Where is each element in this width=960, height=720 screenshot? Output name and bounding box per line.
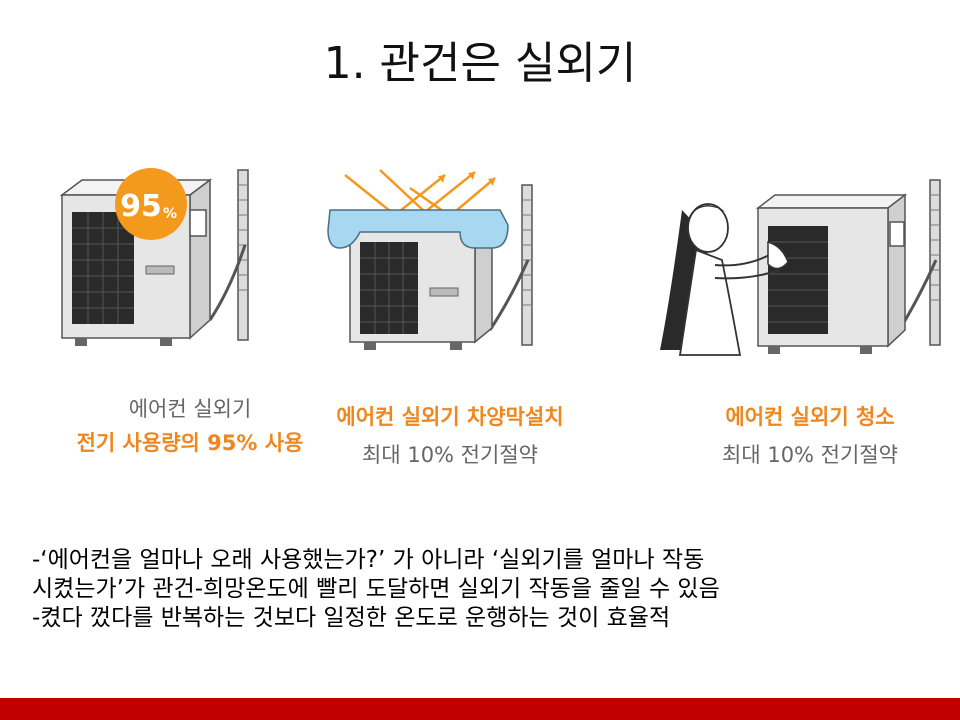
panel-cleaning: 에어컨 실외기 청소 최대 10% 전기절약	[660, 150, 960, 480]
sunshade-illustration	[327, 169, 533, 350]
cleaning-illustration	[660, 179, 941, 356]
sunshade-awning	[327, 209, 509, 249]
bullet-line: 시켰는가’가 관건-희망온도에 빨리 도달하면 실외기 작동을 줄일 수 있음	[32, 576, 720, 602]
woman-cleaning-figure	[660, 203, 789, 356]
caption-outdoor-unit: 에어컨 실외기	[128, 397, 252, 421]
cleaning-cloth-icon	[767, 241, 789, 270]
bullet-line: -켰다 껐다를 반복하는 것보다 일정한 온도로 운행하는 것이 효율적	[32, 605, 671, 631]
caption-electricity-usage: 전기 사용량의 95% 사용	[76, 431, 304, 455]
footer-bar	[0, 698, 960, 720]
caption-sunshade-saving: 최대 10% 전기절약	[362, 443, 538, 467]
percent-badge-value: 95	[120, 189, 162, 224]
percent-badge	[115, 168, 187, 240]
panel-sunshade: 에어컨 실외기 차양막설치 최대 10% 전기절약	[300, 150, 600, 480]
caption-sunshade: 에어컨 실외기 차양막설치	[336, 405, 564, 429]
caption-cleaning-saving: 최대 10% 전기절약	[722, 443, 898, 467]
outdoor-unit-illustration: 95 %	[59, 168, 249, 346]
bullet-text-block: -‘에어컨을 얼마나 오래 사용했는가?’ 가 아니라 ‘실외기를 얼마나 작동…	[32, 546, 932, 633]
percent-badge-unit: %	[163, 206, 177, 222]
bullet-line: -‘에어컨을 얼마나 오래 사용했는가?’ 가 아니라 ‘실외기를 얼마나 작동	[32, 547, 705, 573]
slide-title: 1. 관건은 실외기	[323, 38, 637, 89]
panel-outdoor-unit: 95 % 에어컨 실외기 전기 사용량의 95% 사용	[40, 150, 340, 480]
caption-cleaning: 에어컨 실외기 청소	[725, 405, 895, 429]
